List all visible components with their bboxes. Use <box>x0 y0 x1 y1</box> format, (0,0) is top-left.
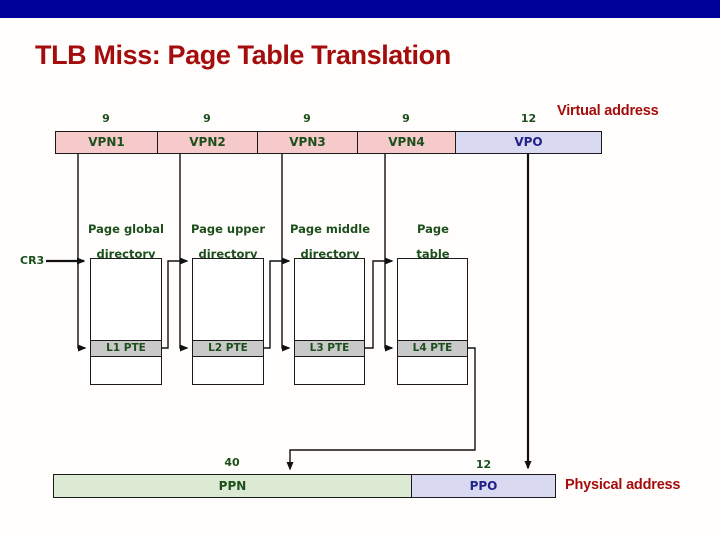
va-field-vpn2: VPN2 <box>157 131 258 154</box>
va-field-vpo: VPO <box>455 131 602 154</box>
page-table-box-2 <box>192 258 264 385</box>
caption-line: directory <box>96 247 156 261</box>
page-table-box-1 <box>90 258 162 385</box>
caption-line: Page global <box>88 222 164 236</box>
caption-line: Page middle <box>289 222 371 236</box>
caption-line: table <box>416 247 450 261</box>
l1-pte-pointer <box>162 257 189 349</box>
l2-pte-pointer <box>264 257 291 349</box>
table-caption-middle: Page middle directory <box>280 217 380 267</box>
table-caption-pagetable: Page table <box>383 217 483 267</box>
caption-line: directory <box>300 247 360 261</box>
pa-field-ppo: PPO <box>411 474 556 498</box>
table-caption-global: Page global directory <box>76 217 176 267</box>
pa-field-ppn: PPN <box>53 474 412 498</box>
pa-bits-ppn: 40 <box>224 456 240 469</box>
va-bits-vpn1: 9 <box>102 112 110 125</box>
va-bits-vpn2: 9 <box>203 112 211 125</box>
va-bits-vpn3: 9 <box>303 112 311 125</box>
va-field-vpn3: VPN3 <box>257 131 358 154</box>
va-field-vpn4: VPN4 <box>357 131 456 154</box>
va-bits-vpn4: 9 <box>402 112 410 125</box>
table-caption-upper: Page upper directory <box>178 217 278 267</box>
caption-line: Page upper <box>190 222 266 236</box>
page-title: TLB Miss: Page Table Translation <box>35 40 451 70</box>
caption-line: directory <box>198 247 258 261</box>
pa-bits-ppo: 12 <box>475 458 492 471</box>
entry-l4-pte: L4 PTE <box>397 340 468 357</box>
entry-l3-pte: L3 PTE <box>294 340 365 357</box>
entry-l1-pte: L1 PTE <box>90 340 162 357</box>
caption-line: Page <box>417 222 449 236</box>
va-bits-vpo: 12 <box>520 112 537 125</box>
slide-top-bar <box>0 0 720 18</box>
page-table-box-4 <box>397 258 468 385</box>
va-field-vpn1: VPN1 <box>55 131 158 154</box>
physical-address-label: Physical address <box>565 477 681 493</box>
l3-pte-pointer <box>365 257 394 349</box>
cr3-label: CR3 <box>20 254 45 267</box>
virtual-address-label: Virtual address <box>557 103 659 119</box>
page-table-box-3 <box>294 258 365 385</box>
entry-l2-pte: L2 PTE <box>192 340 264 357</box>
